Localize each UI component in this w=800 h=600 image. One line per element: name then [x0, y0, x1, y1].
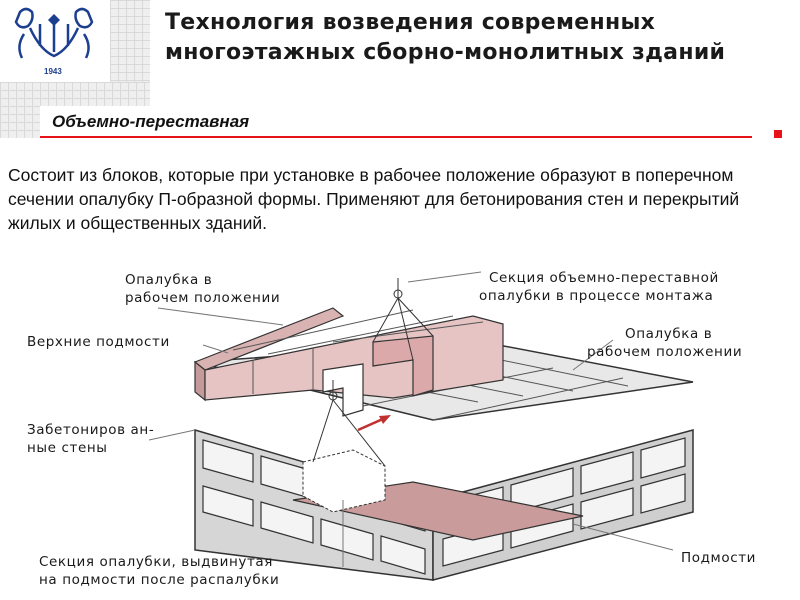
label-formwork-working-right-2: рабочем положении — [587, 344, 742, 360]
accent-square — [774, 130, 782, 138]
title-background — [150, 0, 800, 106]
university-logo: 1943 — [0, 0, 110, 82]
formwork-diagram: Опалубка в рабочем положении Верхние под… — [13, 250, 785, 598]
logo-year: 1943 — [44, 67, 62, 76]
label-formwork-working-left-1: Опалубка в — [125, 272, 212, 288]
subtitle-background — [40, 106, 800, 138]
label-scaffold: Подмости — [681, 550, 756, 566]
label-formwork-working-right-1: Опалубка в — [625, 326, 712, 342]
label-section-mounting-1: Секция объемно-переставной — [489, 270, 719, 286]
crane-cables — [312, 278, 434, 467]
label-formwork-working-left-2: рабочем положении — [125, 290, 280, 306]
label-section-moved-2: на подмости после распалубки — [39, 572, 279, 588]
label-section-mounting-2: опалубки в процессе монтажа — [479, 288, 713, 304]
label-upper-scaffold: Верхние подмости — [27, 334, 170, 350]
university-emblem-icon: 1943 — [14, 7, 94, 76]
section-subtitle: Объемно-переставная — [52, 112, 250, 131]
page-title: Технология возведения современных многоэ… — [165, 10, 726, 65]
label-section-moved-1: Секция опалубки, выдвинутая — [39, 554, 273, 570]
formwork-blocks — [193, 307, 504, 417]
movement-arrow-icon — [357, 415, 391, 432]
accent-divider — [40, 136, 752, 138]
label-concreted-walls-2: ные стены — [27, 440, 108, 456]
leader-lines — [148, 271, 674, 567]
label-concreted-walls-1: Забетониров ан- — [27, 422, 154, 438]
description-text: Состоит из блоков, которые при установке… — [8, 165, 740, 233]
